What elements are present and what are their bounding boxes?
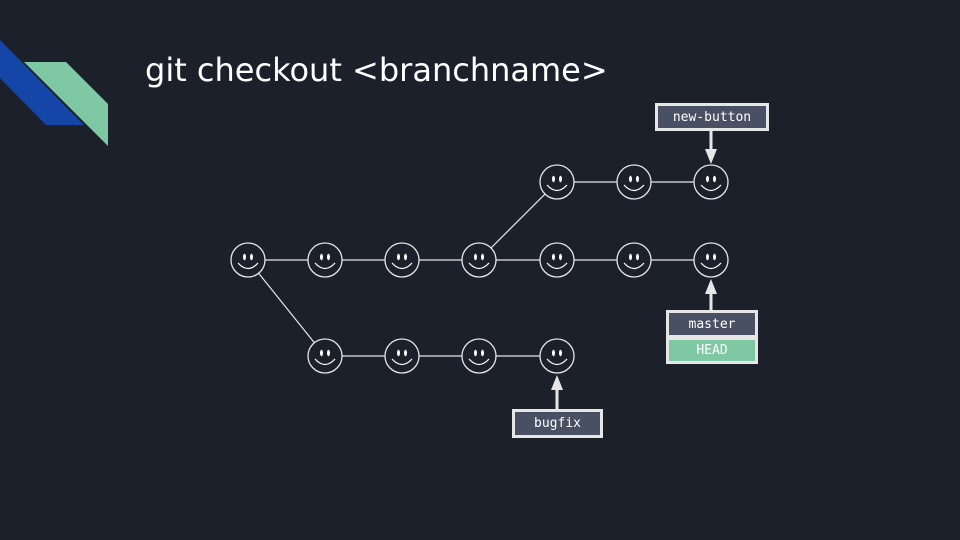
smiley-face-icon — [384, 242, 420, 278]
branch-label-bugfix: bugfix — [512, 409, 603, 438]
smiley-face-icon — [461, 338, 497, 374]
smiley-face-icon — [616, 242, 652, 278]
head-label: HEAD — [666, 337, 758, 364]
branch-label-master: master — [666, 310, 758, 338]
smiley-face-icon — [539, 242, 575, 278]
smiley-face-icon — [693, 164, 729, 200]
slide-title: git checkout <branchname> — [145, 51, 608, 89]
branch-arrows — [551, 131, 717, 409]
branch-label-new-button: new-button — [655, 103, 769, 131]
smiley-face-icon — [616, 164, 652, 200]
commit-edges — [258, 181, 694, 357]
smiley-face-icon — [461, 242, 497, 278]
smiley-face-icon — [307, 242, 343, 278]
corner-decoration — [0, 40, 108, 146]
commit-edge — [490, 193, 546, 249]
arrow-new-button-to-commit — [705, 131, 717, 164]
blue-ribbon-shape — [0, 40, 84, 125]
smiley-face-icon — [539, 164, 575, 200]
arrow-master-to-commit — [705, 279, 717, 310]
smiley-face-icon — [230, 242, 266, 278]
commit-nodes — [230, 164, 729, 374]
smiley-face-icon — [539, 338, 575, 374]
commit-edge — [258, 272, 315, 344]
smiley-face-icon — [384, 338, 420, 374]
green-ribbon-shape — [24, 62, 108, 146]
smiley-face-icon — [307, 338, 343, 374]
arrow-bugfix-to-commit — [551, 375, 563, 409]
smiley-face-icon — [693, 242, 729, 278]
